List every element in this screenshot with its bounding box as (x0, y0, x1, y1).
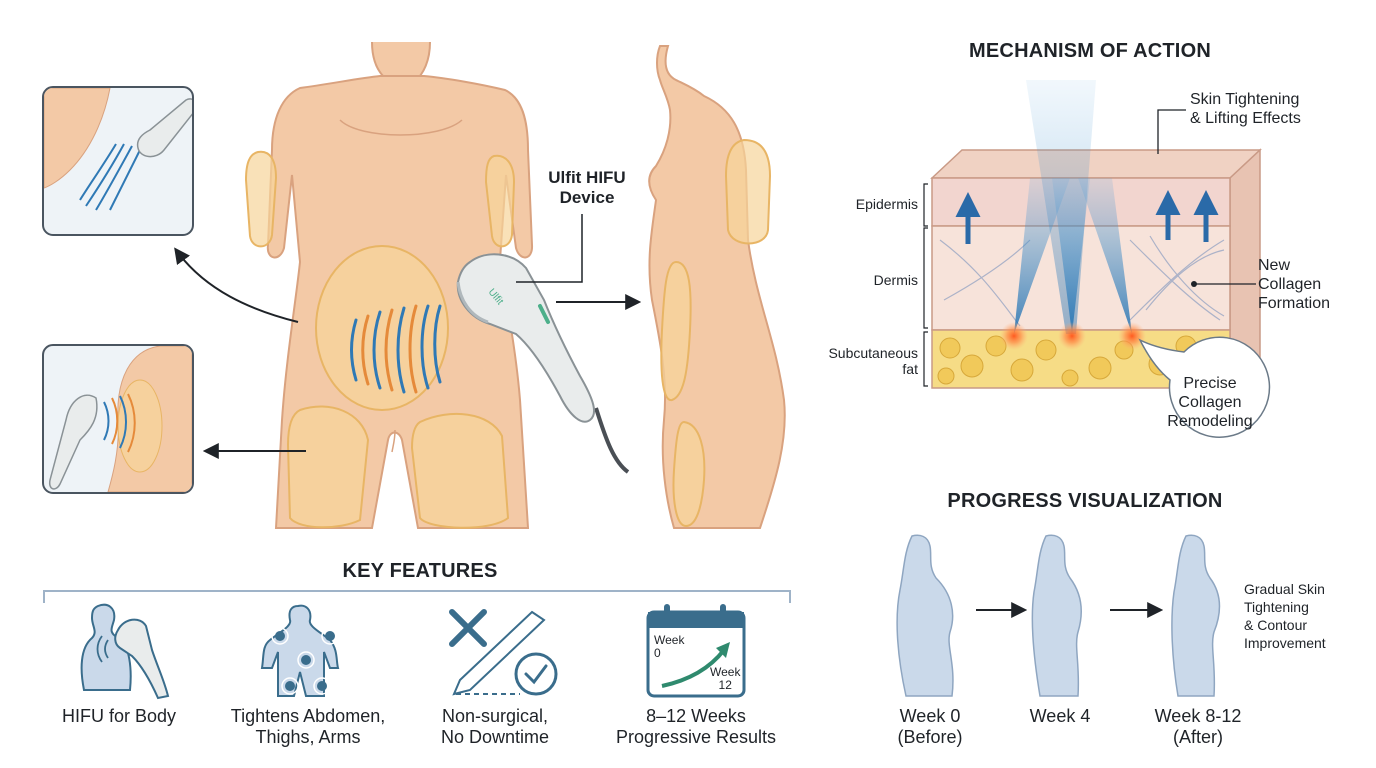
stage-label-week-8-12: Week 8-12 (After) (1154, 706, 1242, 747)
stage-label-week-0: Week 0 (Before) (897, 706, 963, 747)
calendar-progress-icon (646, 604, 746, 698)
front-body-figure (244, 41, 534, 529)
ultrasound-waves (350, 304, 442, 394)
silhouette-week-8-12 (1171, 534, 1221, 697)
feature-label-nonsurgical: Non-surgical, No Downtime (440, 706, 550, 747)
hifu-handpiece: Ulfit (456, 253, 630, 474)
zone-right-arm (484, 154, 516, 248)
zone-left-arm (244, 150, 278, 248)
device-label: Ulfit HIFU Device (548, 168, 626, 207)
inset-arm-treatment (42, 344, 194, 494)
silhouette-week-0 (896, 534, 954, 697)
tightening-callout: Skin Tightening & Lifting Effects (1190, 91, 1301, 127)
lift-arrows (955, 190, 1219, 244)
no-scalpel-icon (449, 609, 558, 696)
focal-point (1000, 322, 1028, 350)
zone-abdomen (315, 245, 449, 411)
calendar-end-label: Week 12 (710, 665, 741, 692)
zone-left-thigh (286, 405, 370, 529)
progress-figures (896, 534, 1221, 697)
features-bracket (43, 590, 791, 603)
side-zone-abdomen (660, 260, 692, 401)
hifu-body-icon (80, 603, 170, 700)
arrow-to-top-inset (174, 247, 299, 323)
layer-label-fat: Subcutaneous fat (828, 345, 918, 377)
collagen-callout: New Collagen Formation (1258, 257, 1331, 312)
stage-label-week-4: Week 4 (1029, 706, 1091, 726)
side-zone-arm (724, 138, 772, 245)
feature-label-results: 8–12 Weeks Progressive Results (615, 706, 777, 747)
features-title: KEY FEATURES (342, 560, 498, 582)
progress-note: Gradual Skin Tightening & Contour Improv… (1244, 581, 1326, 651)
remodeling-callout: Precise Collagen Remodeling (1167, 375, 1253, 430)
layer-label-dermis: Dermis (873, 272, 918, 288)
calendar-start-label: Week 0 (654, 633, 685, 660)
mechanism-title: MECHANISM OF ACTION (969, 40, 1211, 62)
skin-cross-section (923, 80, 1271, 438)
tightening-callout-line (1157, 109, 1186, 154)
body-zones-icon (260, 604, 340, 697)
remodeling-bubble (1138, 336, 1271, 438)
feature-label-zones: Tightens Abdomen, Thighs, Arms (230, 706, 386, 747)
feature-label-hifu: HIFU for Body (61, 706, 177, 726)
silhouette-week-4 (1031, 534, 1083, 697)
hifu-beams (1014, 80, 1132, 334)
focal-point (1118, 322, 1146, 350)
device-callout-line (516, 214, 583, 283)
zone-right-thigh (410, 412, 510, 529)
progress-title: PROGRESS VISUALIZATION (947, 490, 1223, 512)
focal-point (1058, 322, 1086, 350)
layer-label-epidermis: Epidermis (855, 196, 918, 212)
side-body-figure (648, 45, 786, 529)
inset-abdomen-treatment (42, 86, 194, 236)
side-zone-thigh (672, 420, 706, 528)
